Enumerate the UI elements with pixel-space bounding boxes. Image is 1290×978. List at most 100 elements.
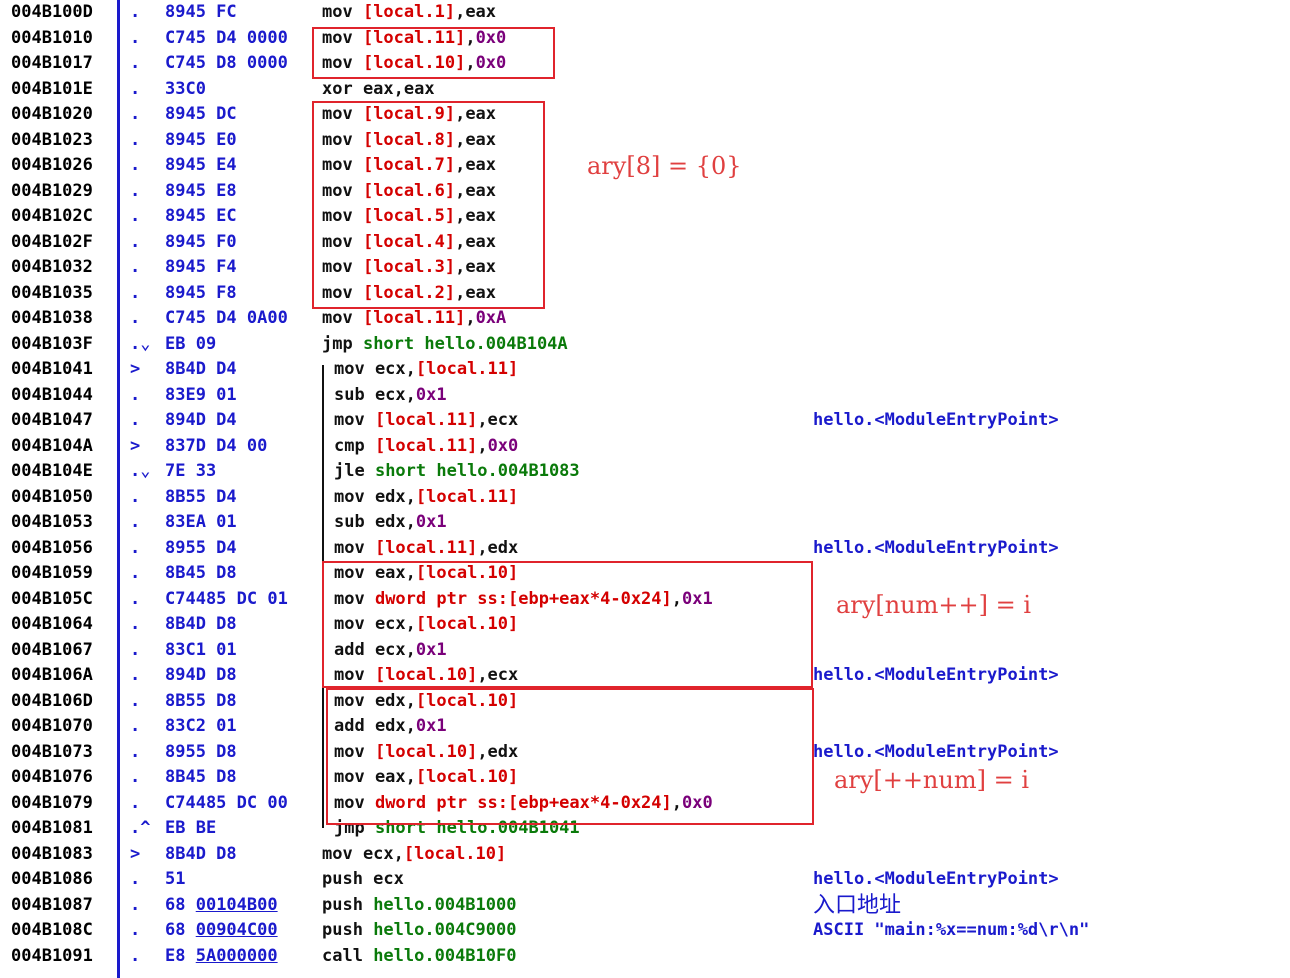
instruction-token: xor eax,eax bbox=[322, 78, 435, 99]
opcode-bytes: 8B45 D8 bbox=[165, 767, 237, 787]
address: 004B101E bbox=[11, 78, 93, 99]
address: 004B108C bbox=[11, 920, 93, 940]
branch-marker: . bbox=[130, 741, 141, 762]
instruction-token: , bbox=[465, 27, 476, 48]
opcode-bytes: 8B4D D4 bbox=[165, 359, 237, 379]
instruction: add ecx,0x1 bbox=[334, 640, 447, 661]
instruction-token: [local.1] bbox=[362, 2, 456, 22]
opcode-bytes: 8B45 D8 bbox=[165, 563, 237, 583]
instruction-token: mov bbox=[334, 665, 375, 685]
instruction-token: [local.10] bbox=[374, 741, 478, 762]
address: 004B103F bbox=[11, 333, 93, 354]
instruction-token: [local.2] bbox=[362, 282, 456, 303]
address: 004B1081 bbox=[11, 818, 93, 838]
address: 004B1064 bbox=[11, 614, 93, 634]
instruction-token: 0xA bbox=[475, 308, 507, 328]
instruction-token: mov bbox=[322, 129, 363, 150]
instruction-token: ,eax bbox=[455, 2, 497, 22]
branch-marker: . bbox=[130, 614, 141, 634]
instruction-token: [local.11] bbox=[374, 435, 478, 456]
instruction-token: [local.6] bbox=[362, 180, 456, 201]
opcode-bytes: 8945 F4 bbox=[165, 257, 237, 277]
address: 004B1026 bbox=[11, 155, 93, 175]
opcode-bytes: 8955 D8 bbox=[165, 741, 237, 762]
comment: 入口地址 bbox=[813, 892, 902, 918]
instruction-token: mov bbox=[322, 180, 363, 201]
instruction-token: ,eax bbox=[455, 129, 497, 150]
address: 004B1053 bbox=[11, 512, 93, 532]
instruction-token: [local.9] bbox=[362, 104, 456, 124]
instruction-token: mov bbox=[322, 206, 363, 226]
opcode-bytes: C74485 DC 01 bbox=[165, 588, 288, 609]
instruction: call hello.004B10F0 bbox=[322, 946, 516, 967]
instruction-token: mov ecx, bbox=[334, 359, 416, 379]
address: 004B1083 bbox=[11, 843, 93, 864]
instruction-token: [local.10] bbox=[374, 665, 478, 685]
instruction-token: [local.10] bbox=[415, 563, 519, 583]
instruction-token: , bbox=[465, 308, 476, 328]
instruction-token: , bbox=[671, 792, 683, 813]
comment: hello.<ModuleEntryPoint> bbox=[813, 741, 1059, 762]
branch-marker: . bbox=[130, 512, 141, 532]
branch-marker: . bbox=[130, 869, 141, 889]
opcode-bytes: 8945 EC bbox=[165, 206, 237, 226]
opcode-bytes: 894D D4 bbox=[165, 410, 237, 430]
branch-marker: . bbox=[130, 894, 141, 915]
instruction-token: ,eax bbox=[455, 180, 497, 201]
instruction-token: ,eax bbox=[455, 231, 497, 252]
instruction: mov dword ptr ss:[ebp+eax*4-0x24],0x0 bbox=[334, 793, 713, 814]
address: 004B1091 bbox=[11, 945, 93, 966]
address: 004B102F bbox=[11, 231, 93, 252]
opcode-bytes: 51 bbox=[165, 869, 186, 889]
address: 004B1076 bbox=[11, 767, 93, 787]
address: 004B1041 bbox=[11, 359, 93, 379]
branch-marker: .^ bbox=[130, 818, 151, 838]
branch-marker: . bbox=[130, 104, 141, 124]
instruction-token: short hello.004B104A bbox=[362, 333, 568, 354]
instruction-token: mov bbox=[322, 2, 363, 22]
instruction: push hello.004B1000 bbox=[322, 895, 516, 916]
instruction-token: hello.004B1000 bbox=[373, 894, 517, 915]
instruction-token: [local.3] bbox=[362, 257, 456, 277]
instruction-token: ,ecx bbox=[477, 410, 519, 430]
opcode-bytes: E8 5A000000 bbox=[165, 945, 278, 966]
